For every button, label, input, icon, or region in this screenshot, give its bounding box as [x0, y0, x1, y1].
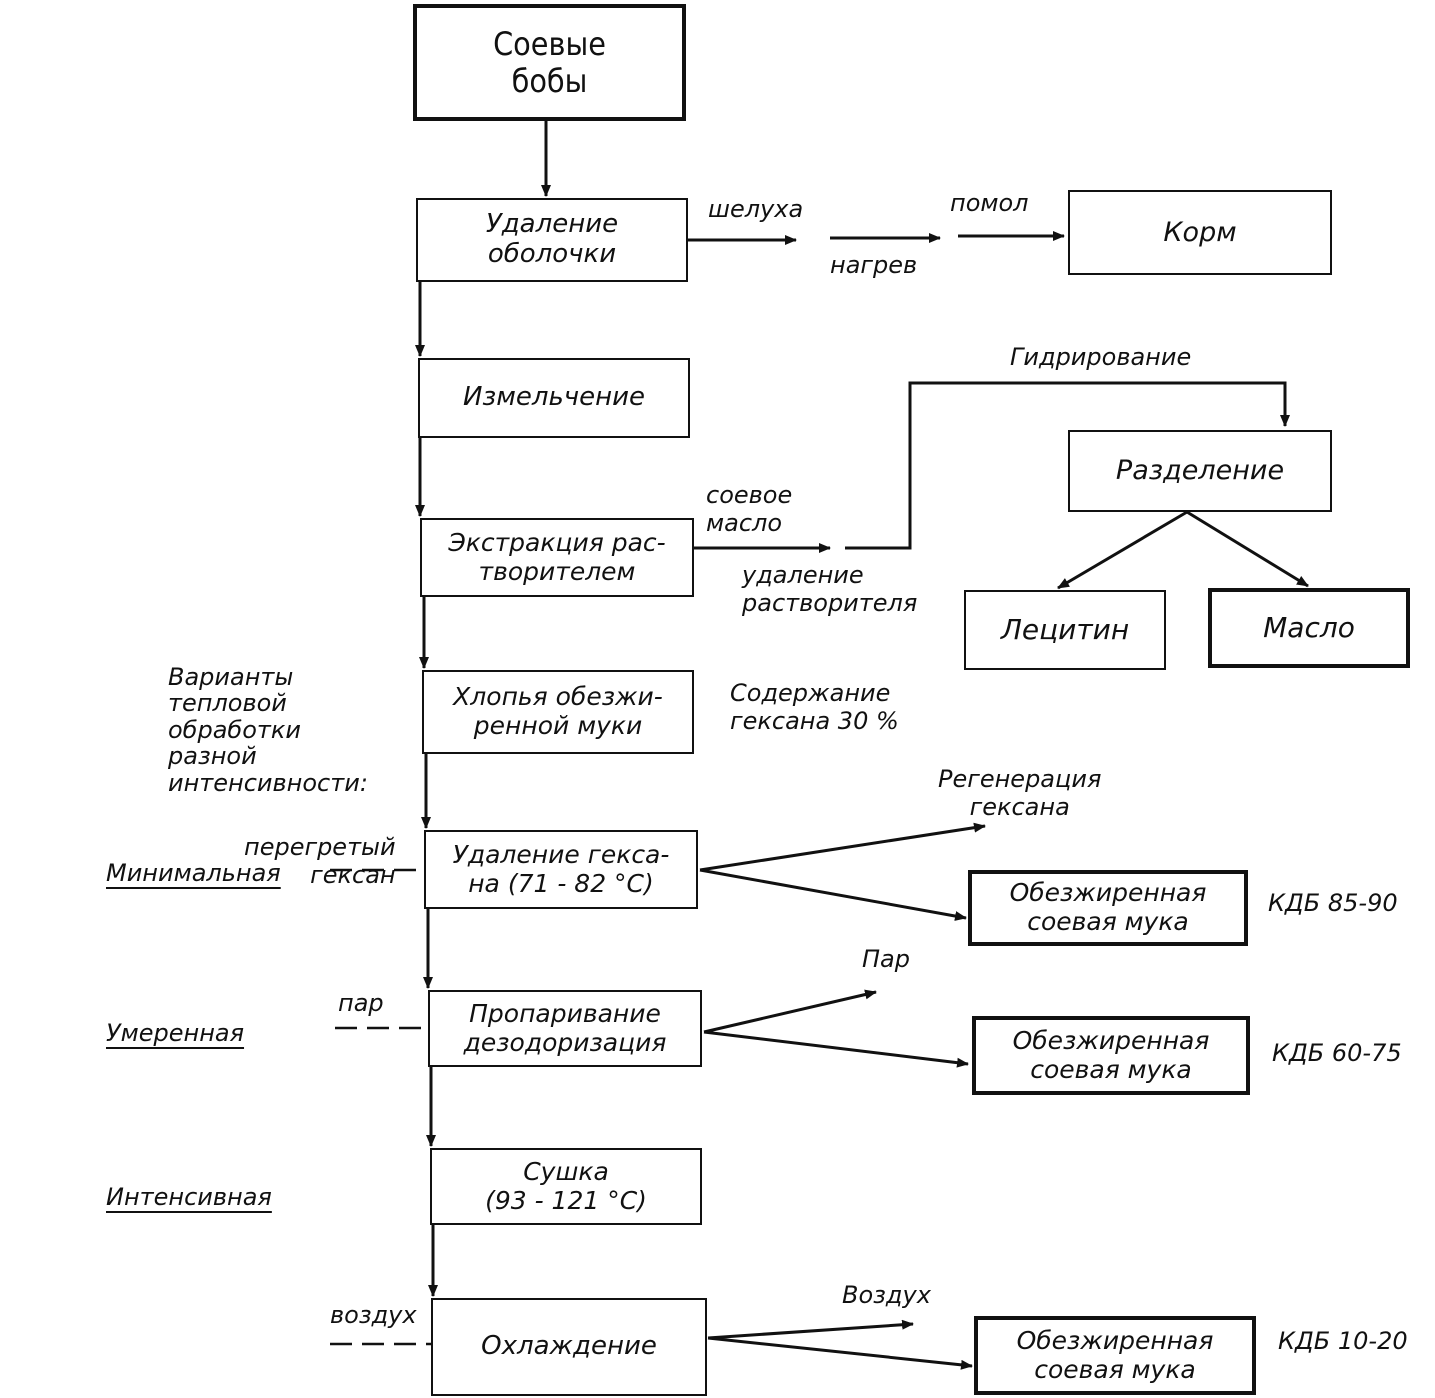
- node-extraction: Экстракция рас- творителем: [420, 518, 694, 597]
- node-dehulling: Удаление оболочки: [416, 198, 688, 282]
- node-oil-label: Масло: [1263, 610, 1355, 644]
- label-air-out: Воздух: [842, 1281, 931, 1309]
- node-flour-1-label: Обезжиренная соевая мука: [1009, 878, 1207, 936]
- arrow-hexane-regeneration: [699, 822, 986, 872]
- node-grinding: Измельчение: [418, 358, 690, 438]
- label-superheated-hexane: перегретый гексан: [244, 833, 396, 889]
- node-steaming-label: Пропаривание дезодоризация: [463, 998, 667, 1057]
- label-milling: помол: [950, 189, 1029, 217]
- node-flour-2: Обезжиренная соевая мука: [972, 1016, 1250, 1095]
- label-moderate: Умеренная: [106, 1019, 245, 1047]
- node-drying: Сушка (93 - 121 °С): [430, 1148, 702, 1225]
- node-flakes: Хлопья обезжи- ренной муки: [422, 670, 694, 754]
- node-soybeans-label: Соевые бобы: [493, 24, 606, 100]
- label-husk: шелуха: [708, 195, 804, 223]
- node-flour-3-label: Обезжиренная соевая мука: [1016, 1325, 1214, 1384]
- label-intensive: Интенсивная: [106, 1183, 272, 1211]
- node-dehulling-label: Удаление оболочки: [485, 209, 619, 269]
- arrow-to-oil: [1186, 510, 1309, 588]
- node-separation-label: Разделение: [1115, 455, 1285, 487]
- arrow-flour-3: [707, 1336, 973, 1370]
- label-hexane-content: Содержание гексана 30 %: [730, 679, 899, 735]
- node-cooling-label: Охлаждение: [481, 1331, 657, 1362]
- arrow-to-lecithin: [1057, 510, 1188, 590]
- node-feed-label: Корм: [1163, 216, 1237, 248]
- node-lecithin-label: Лецитин: [1000, 612, 1130, 646]
- node-oil: Масло: [1208, 588, 1410, 668]
- node-hexane-removal: Удаление гекса- на (71 - 82 °С): [424, 830, 698, 909]
- label-kdb-3: КДБ 10-20: [1278, 1327, 1408, 1355]
- arrow-air-out: [707, 1319, 914, 1340]
- label-steam-out: Пар: [862, 945, 910, 973]
- label-heating: нагрев: [830, 251, 918, 279]
- node-separation: Разделение: [1068, 430, 1332, 512]
- node-flour-1: Обезжиренная соевая мука: [968, 870, 1248, 946]
- node-feed: Корм: [1068, 190, 1332, 275]
- label-kdb-1: КДБ 85-90: [1268, 889, 1398, 917]
- label-minimal: Минимальная: [106, 859, 281, 887]
- node-hexane-removal-label: Удаление гекса- на (71 - 82 °С): [452, 839, 670, 898]
- node-flakes-label: Хлопья обезжи- ренной муки: [453, 682, 663, 740]
- arrow-steam-out: [703, 989, 877, 1034]
- label-kdb-2: КДБ 60-75: [1272, 1039, 1402, 1067]
- node-flour-3: Обезжиренная соевая мука: [974, 1316, 1256, 1395]
- node-lecithin: Лецитин: [964, 590, 1166, 670]
- label-heat-treatment-variants: Варианты тепловой обработки разной интен…: [168, 663, 368, 797]
- hydrogenation-line: [845, 381, 1290, 550]
- arrow-flour-1: [699, 868, 967, 921]
- node-flour-2-label: Обезжиренная соевая мука: [1012, 1025, 1210, 1084]
- node-soybeans: Соевые бобы: [413, 4, 686, 121]
- node-grinding-label: Измельчение: [462, 382, 646, 413]
- node-steaming: Пропаривание дезодоризация: [428, 990, 702, 1067]
- label-soy-oil: соевое масло: [706, 481, 793, 537]
- arrow-flour-2: [703, 1030, 969, 1068]
- node-extraction-label: Экстракция рас- творителем: [448, 527, 666, 586]
- label-hydrogenation: Гидрирование: [1010, 343, 1192, 371]
- node-cooling: Охлаждение: [431, 1298, 707, 1396]
- label-air-in: воздух: [330, 1301, 417, 1329]
- label-hexane-regeneration: Регенерация гексана: [938, 765, 1102, 821]
- node-drying-label: Сушка (93 - 121 °С): [485, 1156, 647, 1215]
- label-steam-in: пар: [338, 989, 384, 1017]
- label-solvent-removal: удаление растворителя: [742, 561, 918, 617]
